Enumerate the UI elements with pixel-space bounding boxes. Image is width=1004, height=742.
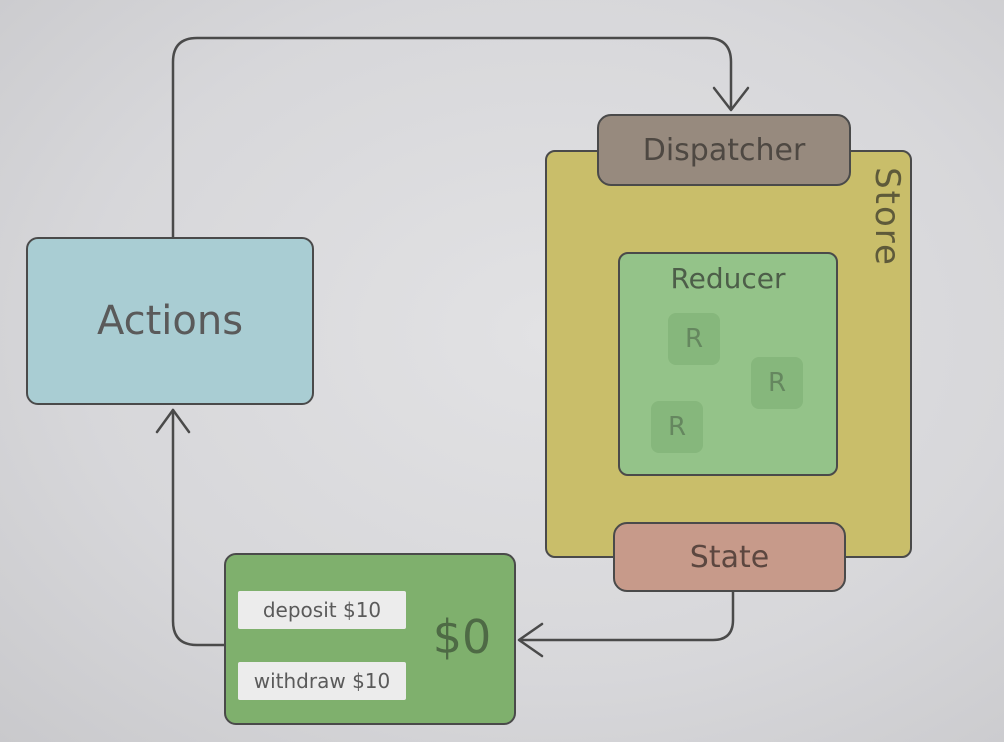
state-label: State: [689, 539, 770, 575]
arrowhead-dispatcher: [712, 86, 750, 112]
arrow-state-to-app: [518, 590, 735, 642]
actions-label: Actions: [96, 298, 244, 344]
reducer-label: Reducer: [670, 262, 786, 295]
dispatcher-label: Dispatcher: [642, 132, 806, 168]
reducer-chip: R: [651, 401, 703, 453]
dispatcher-box: Dispatcher: [597, 114, 851, 186]
store-label: Store: [867, 167, 907, 267]
balance-display: $0: [432, 610, 492, 664]
reducer-chip: R: [668, 313, 720, 365]
reducer-chip: R: [751, 357, 803, 409]
arrowhead-actions: [155, 408, 191, 434]
arrow-actions-to-dispatcher: [171, 36, 733, 239]
actions-box: Actions: [26, 237, 314, 405]
withdraw-button[interactable]: withdraw $10: [238, 662, 406, 700]
deposit-button[interactable]: deposit $10: [238, 591, 406, 629]
arrowhead-app: [517, 622, 544, 658]
state-box: State: [613, 522, 846, 592]
arrow-app-to-actions: [171, 408, 226, 647]
